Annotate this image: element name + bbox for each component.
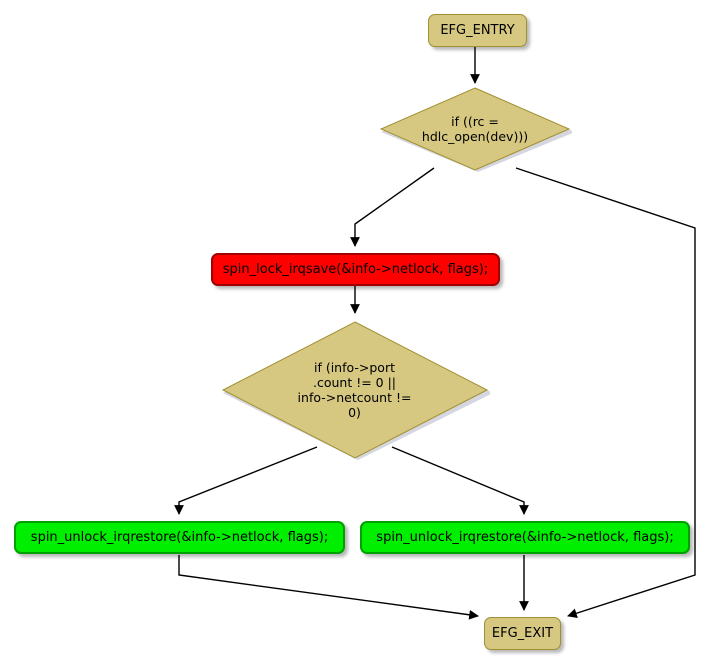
node-spin-lock-irqsave-label: spin_lock_irqsave(&info->netlock, flags)… xyxy=(222,262,489,277)
decision-hdlc-open-label: if ((rc = hdlc_open(dev))) xyxy=(378,86,572,172)
node-spin-lock-irqsave[interactable]: spin_lock_irqsave(&info->netlock, flags)… xyxy=(211,253,500,286)
node-spin-unlock-irqrestore-right[interactable]: spin_unlock_irqrestore(&info->netlock, f… xyxy=(360,521,690,554)
decision-port-count-label: if (info->port .count != 0 || info->netc… xyxy=(219,320,490,460)
node-efg-entry[interactable]: EFG_ENTRY xyxy=(428,14,527,47)
node-efg-exit-label: EFG_EXIT xyxy=(491,626,554,641)
decision-port-count-text: if (info->port .count != 0 || info->netc… xyxy=(297,360,412,420)
node-decision-hdlc-open[interactable]: if ((rc = hdlc_open(dev))) xyxy=(378,86,572,172)
edge-unlock-left-to-exit xyxy=(178,555,479,620)
node-efg-entry-label: EFG_ENTRY xyxy=(440,23,515,38)
edge-decision-open-to-lock xyxy=(350,167,435,247)
node-spin-unlock-irqrestore-left-label: spin_unlock_irqrestore(&info->netlock, f… xyxy=(30,530,329,545)
decision-port-count-shape xyxy=(221,321,490,460)
node-spin-unlock-irqrestore-left[interactable]: spin_unlock_irqrestore(&info->netlock, f… xyxy=(14,521,345,554)
decision-hdlc-open-text: if ((rc = hdlc_open(dev))) xyxy=(421,114,529,144)
node-decision-port-count[interactable]: if (info->port .count != 0 || info->netc… xyxy=(219,320,490,460)
decision-hdlc-open-shape xyxy=(379,87,572,172)
node-spin-unlock-irqrestore-right-label: spin_unlock_irqrestore(&info->netlock, f… xyxy=(376,530,674,545)
node-efg-exit[interactable]: EFG_EXIT xyxy=(484,617,561,650)
